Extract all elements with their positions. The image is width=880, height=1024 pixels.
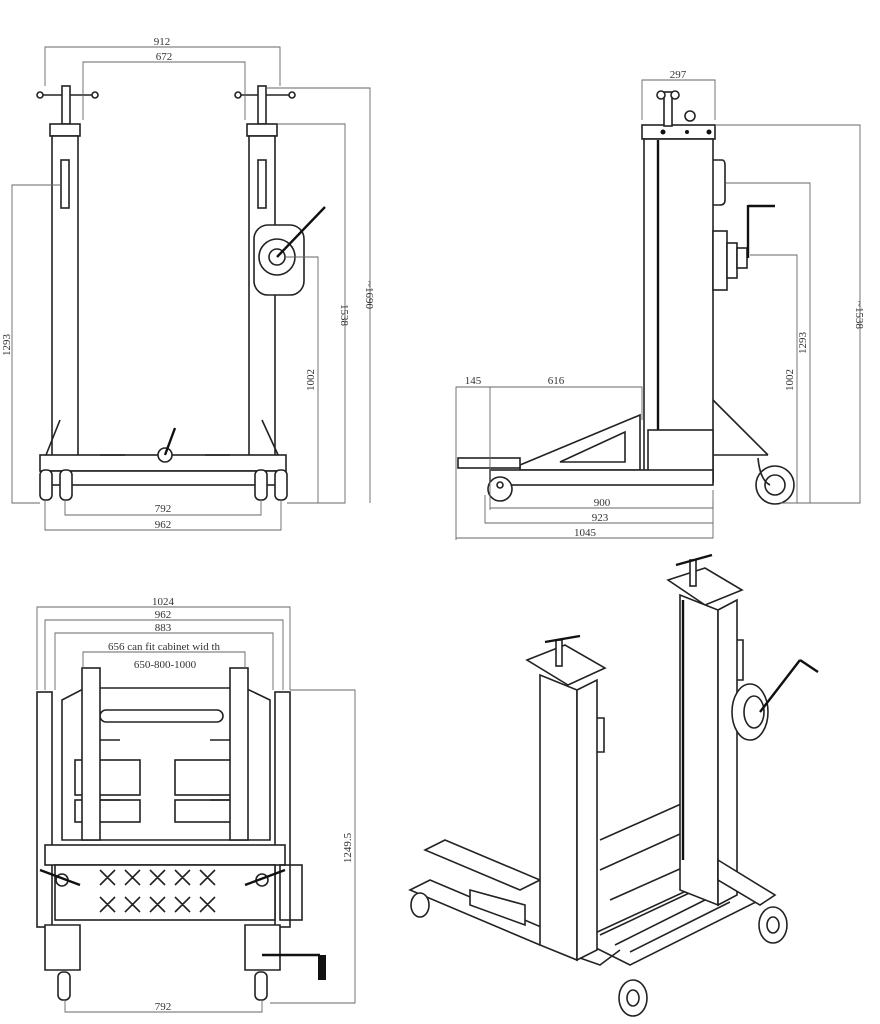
dim-145: 145 <box>465 375 482 387</box>
dim-912: 912 <box>154 36 171 48</box>
dim-883: 883 <box>155 622 172 634</box>
dim-616: 616 <box>548 375 565 387</box>
dim-1002: 1002 <box>305 369 317 391</box>
dim-962: 962 <box>155 519 172 531</box>
dim-1690: ~1690 <box>363 281 375 309</box>
iso-left-column <box>525 634 621 966</box>
dim-1293: 1293 <box>1 334 13 357</box>
dim-1024: 1024 <box>152 596 175 608</box>
cabinet-note: 656 can fit cabinet wid th <box>108 641 221 653</box>
side-winch <box>712 204 775 291</box>
top-base-plate <box>39 844 303 921</box>
dim-1002-side: 1002 <box>784 369 796 391</box>
dim-1538: 1538 <box>338 304 350 327</box>
side-handle <box>713 159 726 206</box>
isometric-view <box>408 553 819 1017</box>
dim-792: 792 <box>155 503 172 515</box>
top-dimensions: 1024 962 883 656 can fit cabinet wid th … <box>36 596 356 1013</box>
dim-1249-5: 1249.5 <box>342 832 354 863</box>
side-base <box>457 399 795 505</box>
front-view: 912 672 1293 1538 ~1690 1002 792 962 <box>1 36 375 531</box>
dim-672: 672 <box>156 51 173 63</box>
left-column <box>49 123 81 457</box>
iso-right-column <box>666 553 777 907</box>
dim-962-top: 962 <box>155 609 172 621</box>
dim-1538-side: ~1538 <box>853 301 865 329</box>
top-wheels <box>44 924 326 1001</box>
front-dimensions: 912 672 1293 1538 ~1690 1002 792 962 <box>1 36 375 531</box>
side-column <box>641 90 716 483</box>
iso-wheels <box>410 892 788 1017</box>
dim-1045: 1045 <box>574 527 597 539</box>
winch <box>253 206 326 296</box>
dim-792-top: 792 <box>155 1001 172 1013</box>
dim-1293-side: 1293 <box>797 332 809 355</box>
top-view: 1024 962 883 656 can fit cabinet wid th … <box>36 596 356 1013</box>
side-view: 297 ~1538 1293 1002 145 616 900 923 1045 <box>455 69 865 540</box>
dim-923: 923 <box>592 512 609 524</box>
adjust-range: 650-800-1000 <box>134 659 197 671</box>
t-handle-left <box>36 85 99 125</box>
dim-900: 900 <box>594 497 611 509</box>
front-wheels <box>39 469 288 501</box>
iso-winch <box>731 659 819 741</box>
dim-297: 297 <box>670 69 687 81</box>
top-columns <box>81 667 249 841</box>
t-handle-right <box>234 85 296 125</box>
side-dimensions: 297 ~1538 1293 1002 145 616 900 923 1045 <box>455 69 865 540</box>
